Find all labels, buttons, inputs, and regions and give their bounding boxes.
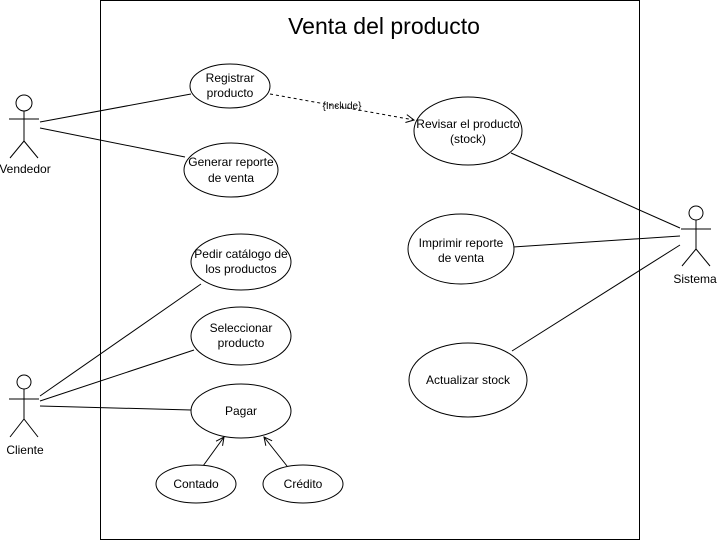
actor-cliente[interactable]: Cliente bbox=[6, 374, 44, 457]
association-line bbox=[39, 283, 202, 397]
use-case-label: de venta bbox=[208, 171, 254, 185]
association-line bbox=[511, 244, 681, 352]
actor-vendedor[interactable]: Vendedor bbox=[0, 94, 51, 176]
use-case-label: Registrar bbox=[206, 71, 255, 85]
use-case-label: Generar reporte bbox=[188, 155, 274, 169]
use-case-label: Pagar bbox=[225, 404, 257, 418]
use-case-actualizar-stock[interactable]: Actualizar stock bbox=[408, 342, 528, 418]
use-case-label: Crédito bbox=[284, 477, 323, 491]
association-line bbox=[39, 405, 192, 411]
association-line bbox=[39, 127, 186, 158]
associations bbox=[39, 93, 681, 411]
stick-figure-icon bbox=[9, 374, 39, 438]
include-label: {Include} bbox=[323, 101, 363, 112]
use-case-generar-reporte-venta[interactable]: Generar reporte de venta bbox=[183, 142, 279, 198]
system-title: Venta del producto bbox=[288, 13, 480, 39]
system-boundary bbox=[100, 0, 640, 540]
generalization-arrow bbox=[202, 437, 224, 467]
actor-sistema[interactable]: Sistema bbox=[673, 205, 717, 286]
actor-label: Vendedor bbox=[0, 162, 51, 176]
actor-label: Sistema bbox=[673, 272, 717, 286]
use-case-label: de venta bbox=[438, 251, 484, 265]
generalization-arrow bbox=[264, 437, 288, 467]
association-line bbox=[512, 235, 681, 248]
use-case-label: Pedir catálogo de bbox=[194, 247, 288, 261]
svg-text:Revisar el producto(stock): Revisar el producto(stock) bbox=[416, 117, 520, 146]
use-case-contado[interactable]: Contado bbox=[155, 464, 237, 504]
use-case-label: (stock) bbox=[450, 132, 486, 146]
use-case-label: Contado bbox=[173, 477, 219, 491]
use-case-label: los productos bbox=[205, 262, 276, 276]
use-case-label: Revisar el producto bbox=[416, 117, 520, 131]
use-case-pagar[interactable]: Pagar bbox=[190, 383, 292, 439]
stick-figure-icon bbox=[9, 94, 39, 159]
use-case-revisar-producto[interactable]: Revisar el producto(stock) bbox=[413, 96, 523, 166]
actor-label: Cliente bbox=[6, 443, 44, 457]
use-case-label: producto bbox=[207, 86, 254, 100]
use-case-credito[interactable]: Crédito bbox=[262, 464, 344, 504]
association-line bbox=[39, 349, 195, 402]
include-relation bbox=[269, 93, 414, 120]
use-case-label: Imprimir reporte bbox=[419, 236, 504, 250]
association-line bbox=[39, 93, 192, 123]
use-case-label: producto bbox=[218, 336, 265, 350]
stick-figure-icon bbox=[681, 205, 711, 267]
use-case-label: Seleccionar bbox=[210, 321, 273, 335]
use-case-label: Actualizar stock bbox=[426, 373, 511, 387]
association-line bbox=[510, 152, 681, 229]
